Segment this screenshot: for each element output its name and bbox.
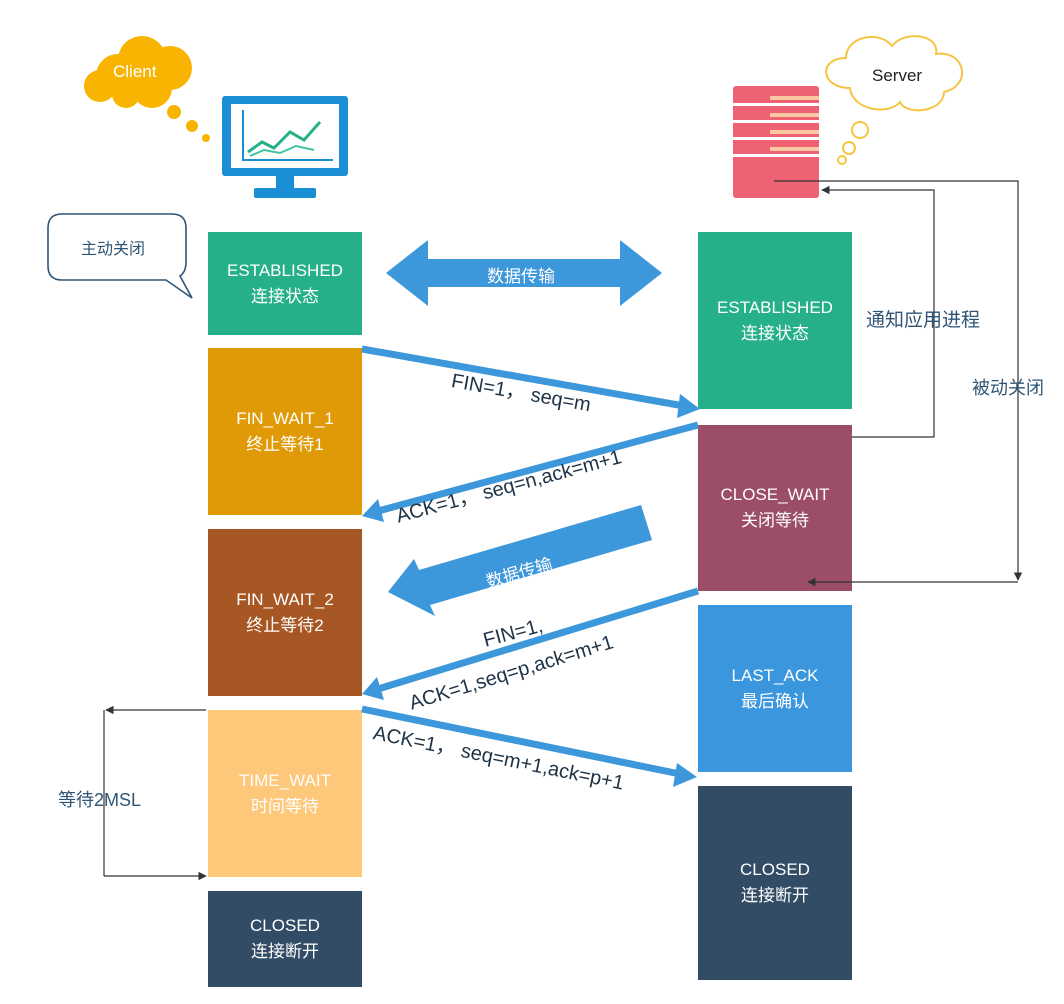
server-state-last-ack: LAST_ACK 最后确认 [698,605,852,772]
state-name: FIN_WAIT_1 [236,408,334,428]
client-state-box [208,529,362,696]
state-desc: 终止等待1 [246,434,324,454]
state-name: CLOSED [250,916,320,935]
server-icon [733,86,819,198]
state-desc: 关闭等待 [741,511,809,530]
server-to-passive-close-connector [774,180,1023,581]
server-state-box [698,605,852,772]
state-desc: 连接状态 [251,286,319,306]
client-state-time-wait: TIME_WAIT 时间等待 [208,710,362,877]
fin1-arrow [361,345,685,410]
state-desc: 连接状态 [741,323,809,343]
client-state-box [208,891,362,987]
state-desc: 时间等待 [251,796,319,816]
state-name: CLOSE_WAIT [720,485,830,504]
connector-lines [103,180,1023,881]
server-state-closed: CLOSED 连接断开 [698,786,852,980]
ack1-arrow [377,421,699,515]
notify-app-label: 通知应用进程 [866,310,981,331]
passive-close-label: 被动关闭 [972,378,1044,398]
server-state-box [698,232,852,409]
client-label: Client [113,62,157,81]
state-name: ESTABLISHED [717,297,833,317]
client-state-box [208,710,362,877]
data-transfer-label: 数据传输 [487,267,555,286]
server-cloud-icon [825,35,963,165]
state-name: ESTABLISHED [227,260,343,280]
state-desc: 终止等待2 [246,615,324,635]
wait-2msl-label: 等待2MSL [58,790,142,810]
server-state-close-wait: CLOSE_WAIT 关闭等待 [698,425,852,591]
client-state-established: ESTABLISHED 连接状态 [208,232,362,335]
data-transfer-return-arrow [388,505,652,616]
ack1-arrowhead [362,499,384,522]
server-state-box [698,425,852,591]
client-state-closed: CLOSED 连接断开 [208,891,362,987]
client-state-fin-wait-1: FIN_WAIT_1 终止等待1 [208,348,362,515]
server-state-established: ESTABLISHED 连接状态 [698,232,852,409]
state-name: TIME_WAIT [239,770,331,790]
fin2-arrow [376,587,700,693]
server-state-box [698,786,852,980]
state-desc: 连接断开 [251,942,319,961]
state-name: CLOSED [740,860,810,879]
speech-bubble [47,213,193,299]
active-close-label: 主动关闭 [81,241,146,258]
message-arrows [361,345,700,787]
fin2-arrowhead [362,677,384,700]
state-name: LAST_ACK [731,665,819,685]
server-label: Server [872,66,923,85]
ack2-arrowhead [673,763,697,787]
ack2-arrow [361,705,681,778]
client-state-fin-wait-2: FIN_WAIT_2 终止等待2 [208,529,362,696]
state-desc: 最后确认 [741,691,809,711]
notify-app-connector [821,185,935,438]
client-state-box [208,232,362,335]
monitor-icon [222,96,348,198]
fin1-arrowhead [677,394,700,418]
state-name: FIN_WAIT_2 [236,589,334,609]
client-state-box [208,348,362,515]
client-cloud-icon [84,36,210,142]
data-transfer-double-arrow [386,240,662,306]
state-desc: 连接断开 [741,886,809,905]
